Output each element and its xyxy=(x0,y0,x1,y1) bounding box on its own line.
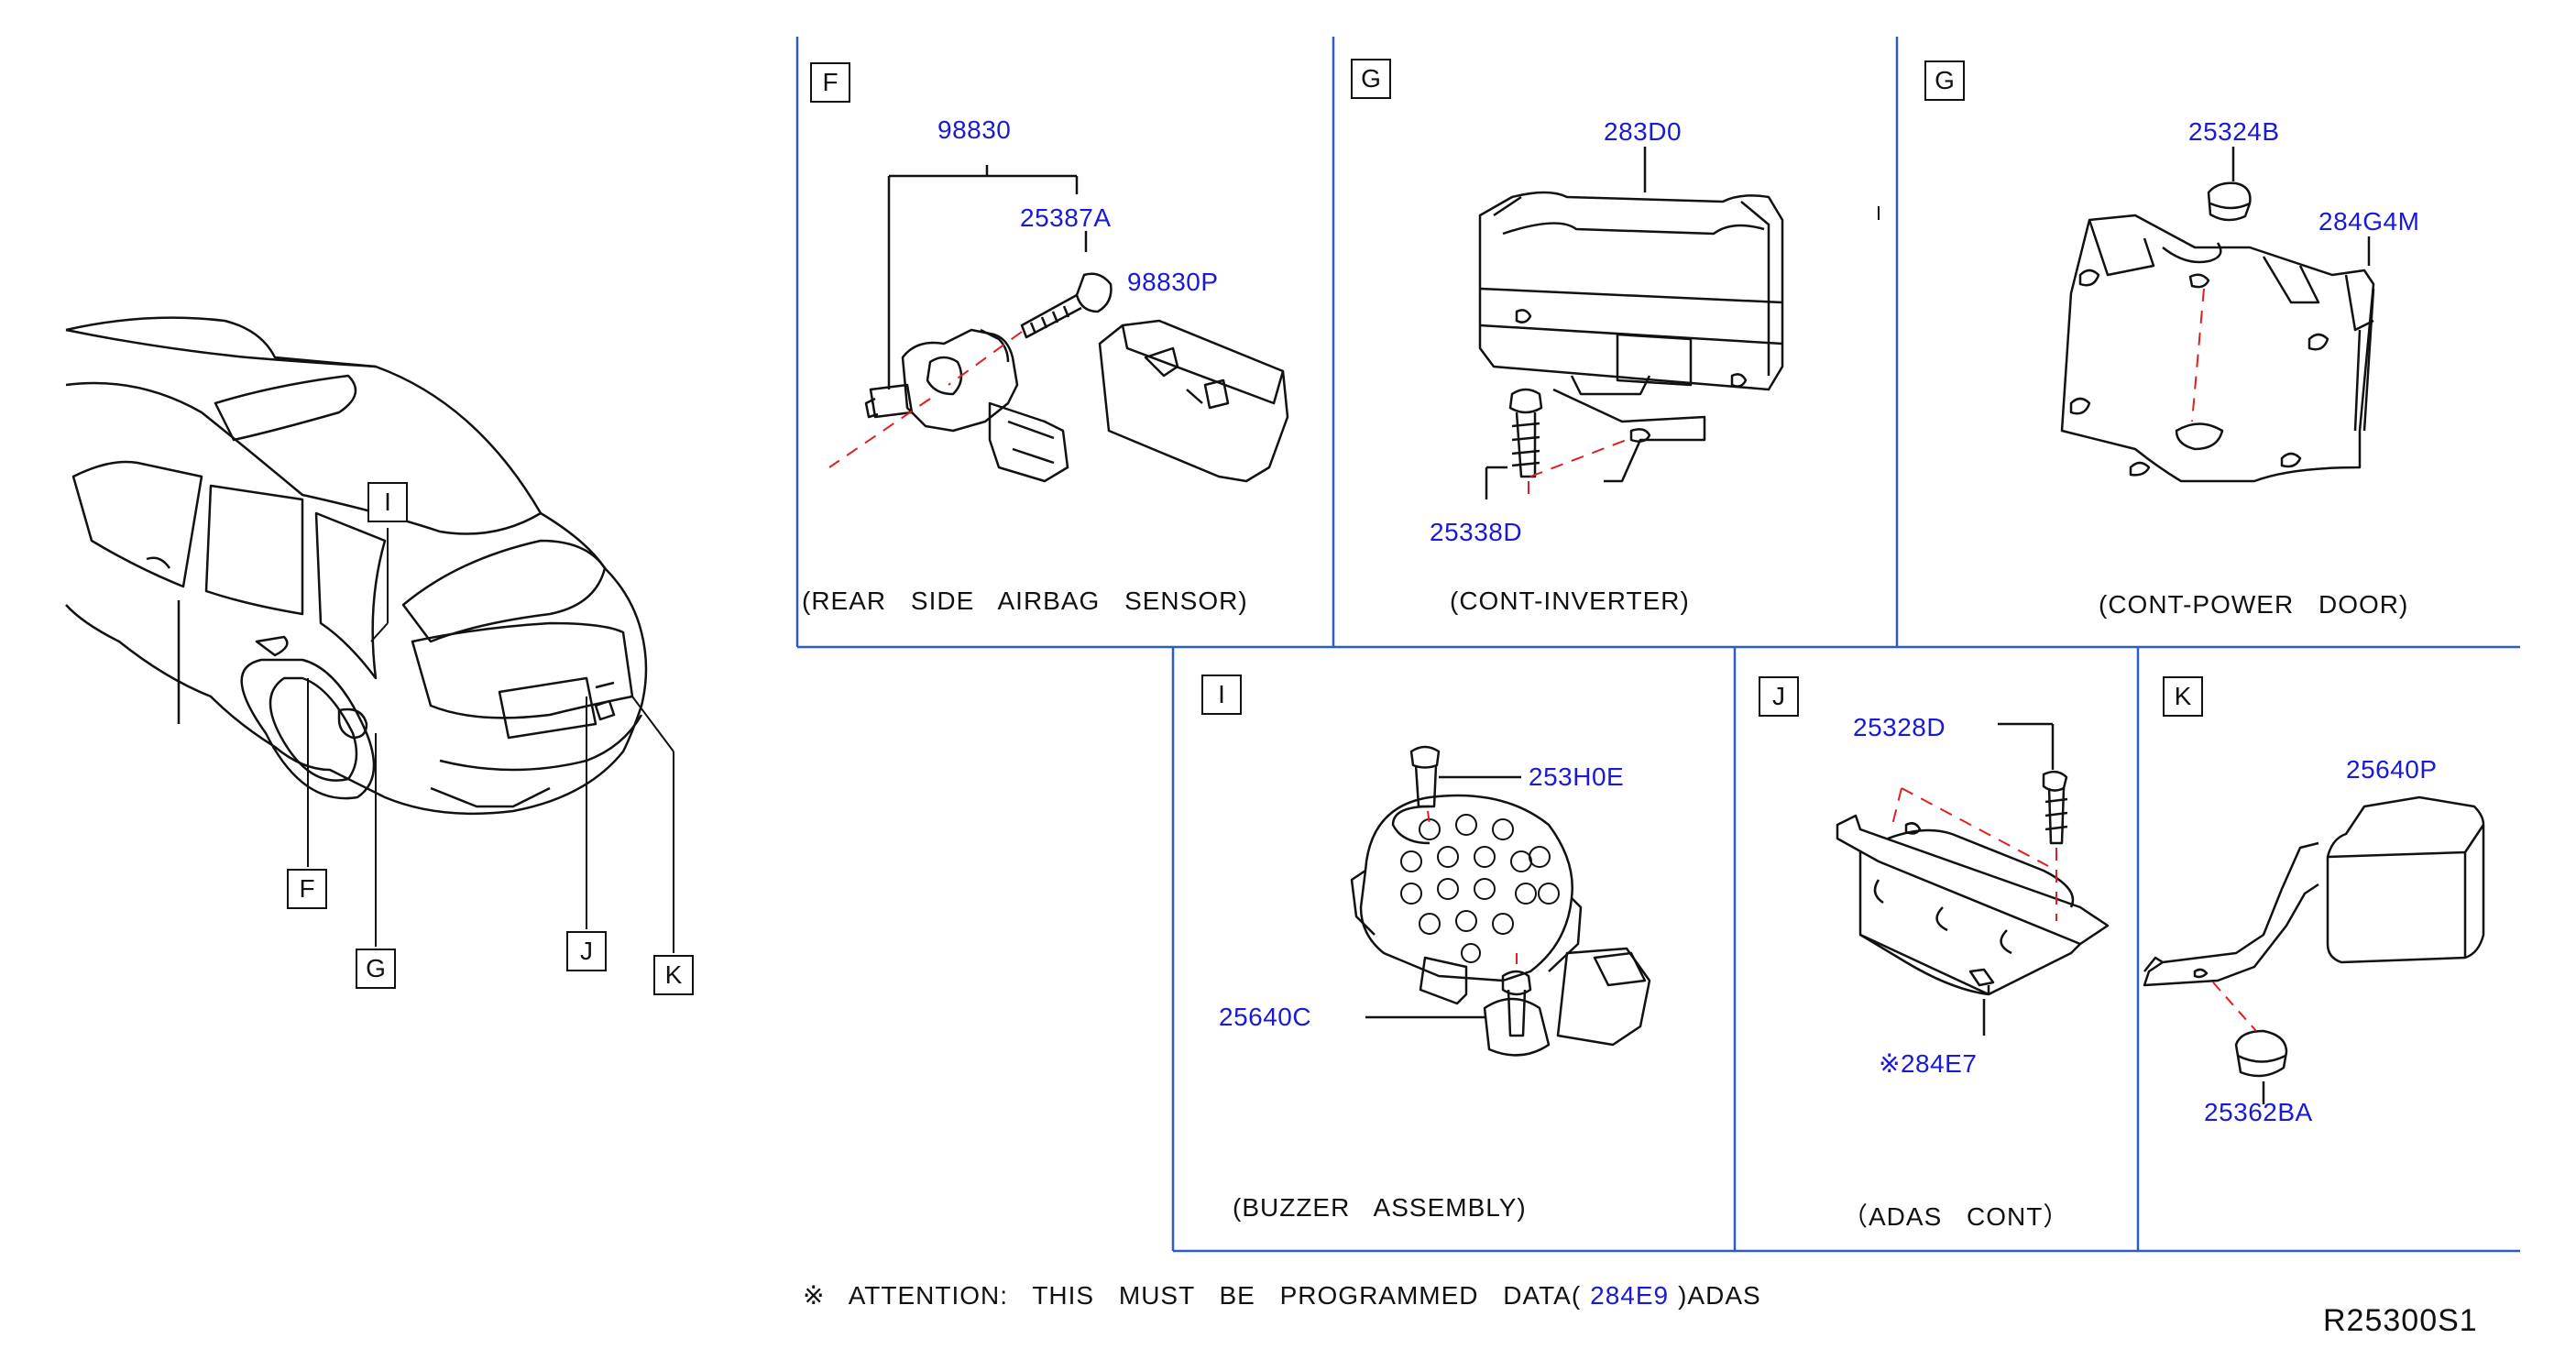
panel-k-key: K xyxy=(2163,676,2203,717)
vehicle-callout-f: F xyxy=(287,869,327,909)
panel-g2-caption: (CONT-POWER DOOR) xyxy=(2099,590,2409,619)
part-number-283d0: 283D0 xyxy=(1604,117,1683,146)
panel-f-hidden xyxy=(828,331,1023,468)
panel-j-hidden xyxy=(1891,787,2057,921)
panel-i-hidden xyxy=(1427,810,1518,971)
attention-note-part: 284E9 xyxy=(1590,1281,1670,1310)
buzzer-grille xyxy=(1400,814,1560,963)
vehicle-leaders xyxy=(307,528,674,953)
panel-g1-caption: (CONT-INVERTER) xyxy=(1450,587,1690,615)
part-number-98830p: 98830P xyxy=(1127,268,1219,296)
part-number-25640p: 25640P xyxy=(2346,755,2438,784)
vehicle-callout-i: I xyxy=(367,482,408,522)
part-number-284g4m: 284G4M xyxy=(2318,207,2420,236)
vehicle-callout-g: G xyxy=(356,949,396,989)
vehicle-illustration xyxy=(65,316,648,816)
part-number-284e7: ※284E7 xyxy=(1879,1049,1978,1078)
panel-g1-art xyxy=(1478,147,1784,499)
panel-i-key: I xyxy=(1201,675,1242,715)
part-number-25328d: 25328D xyxy=(1853,713,1946,741)
part-number-253h0e: 253H0E xyxy=(1529,762,1625,791)
panel-i-caption: (BUZZER ASSEMBLY) xyxy=(1233,1193,1527,1222)
panel-frames xyxy=(795,37,2520,1253)
panel-j-caption: （ADAS CONT） xyxy=(1842,1202,2070,1231)
panel-g1-key: G xyxy=(1351,59,1391,99)
part-number-98830: 98830 xyxy=(937,115,1012,144)
vehicle-callout-k: K xyxy=(653,955,694,995)
panel-k-art xyxy=(2143,795,2485,1104)
attention-note-suffix: )ADAS xyxy=(1678,1281,1761,1310)
part-number-25362ba: 25362BA xyxy=(2204,1098,2313,1126)
attention-note: ※ ATTENTION: THIS MUST BE PROGRAMMED DAT… xyxy=(803,1280,1761,1311)
panel-j-key: J xyxy=(1759,676,1799,717)
part-number-25324b: 25324B xyxy=(2188,117,2280,146)
panel-g2-hidden xyxy=(2191,288,2205,422)
panel-f-caption: (REAR SIDE AIRBAG SENSOR) xyxy=(802,587,1248,615)
attention-note-prefix: ※ ATTENTION: THIS MUST BE PROGRAMMED DAT… xyxy=(803,1281,1582,1310)
panel-f-art xyxy=(864,165,1289,483)
panel-k-hidden xyxy=(2212,982,2257,1032)
panel-g2-key: G xyxy=(1924,60,1965,101)
part-number-25338d: 25338D xyxy=(1430,518,1523,546)
panel-i-art xyxy=(1350,745,1651,1057)
part-number-25387a: 25387A xyxy=(1020,203,1112,232)
diagram-code: R25300S1 xyxy=(2323,1303,2478,1338)
vehicle-callout-j: J xyxy=(566,931,607,971)
panel-g1-hidden xyxy=(1528,437,1632,499)
panel-f-key: F xyxy=(810,62,850,103)
panel-g2-art xyxy=(2060,147,2375,483)
part-number-25640c: 25640C xyxy=(1219,1003,1312,1031)
panel-j-art xyxy=(1836,722,2110,1036)
